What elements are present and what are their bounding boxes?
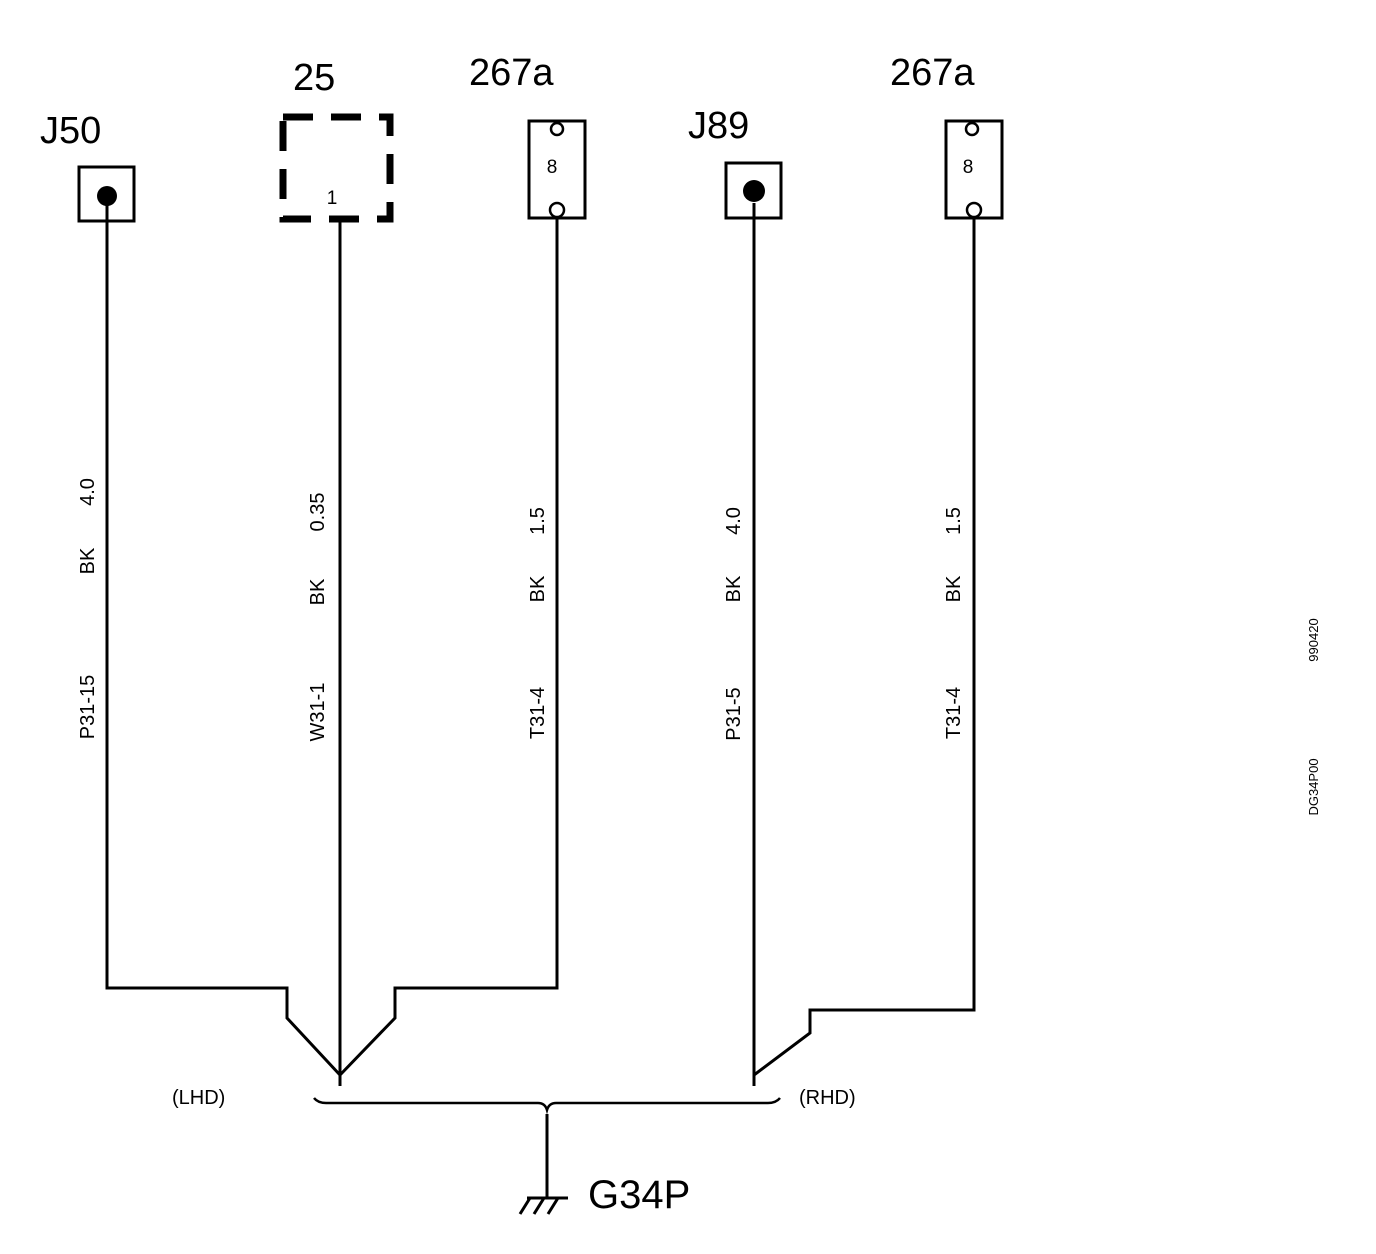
variant-brace xyxy=(313,1097,781,1115)
c25-label: 25 xyxy=(293,57,335,99)
ground-symbol-hatch xyxy=(546,1197,560,1215)
component-25: 25 1 xyxy=(279,57,394,223)
wire-color: BK xyxy=(77,547,99,574)
wire-p31-15 xyxy=(105,205,342,1077)
ground-g34p: G34P xyxy=(518,1114,690,1217)
j89-terminal-dot xyxy=(743,180,765,202)
ground-label: G34P xyxy=(588,1173,690,1217)
component-j89: J89 xyxy=(688,105,783,220)
c267a-2-pin-hole-top xyxy=(964,121,980,137)
wire-labels-t31-4-rhd: 1.5 BK T31-4 xyxy=(943,507,965,739)
wire-id: P31-5 xyxy=(723,687,745,740)
j50-terminal-dot xyxy=(97,186,117,206)
ground-symbol-hatch xyxy=(518,1197,532,1215)
c267a-2-label: 267a xyxy=(890,52,975,94)
lhd-label: (LHD) xyxy=(172,1087,225,1109)
component-267a-2: 267a 8 xyxy=(890,52,1004,220)
rhd-label: (RHD) xyxy=(799,1087,856,1109)
c267a-2-pin-hole-bottom xyxy=(965,201,983,219)
wire-size: 4.0 xyxy=(723,507,745,535)
j50-label: J50 xyxy=(40,110,101,152)
wire-id: P31-15 xyxy=(77,675,99,740)
c267a-1-label: 267a xyxy=(469,52,554,94)
component-267a-1: 267a 8 xyxy=(469,52,587,220)
c25-pin-label: 1 xyxy=(327,188,338,209)
wire-color: BK xyxy=(943,575,965,602)
c267a-1-pin-hole-top xyxy=(549,121,565,137)
c267a-1-pin-hole-bottom xyxy=(548,201,566,219)
wire-size: 1.5 xyxy=(943,507,965,535)
c25-dashed-box xyxy=(279,113,394,223)
wire-labels-p31-15: 4.0 BK P31-15 xyxy=(77,478,99,739)
ground-symbol-hatch xyxy=(532,1197,546,1215)
wire-size: 4.0 xyxy=(77,478,99,506)
wire-id: T31-4 xyxy=(527,687,549,739)
wire-size: 1.5 xyxy=(527,507,549,535)
wire-id: W31-1 xyxy=(307,683,329,742)
wire-labels-t31-4-lhd: 1.5 BK T31-4 xyxy=(527,507,549,739)
c267a-2-pin-label: 8 xyxy=(963,157,974,178)
wire-t31-4-lhd xyxy=(338,217,559,1077)
wire-color: BK xyxy=(307,578,329,605)
wire-color: BK xyxy=(527,575,549,602)
component-j50: J50 xyxy=(40,110,136,223)
diagram-id-code: DG34P00 xyxy=(1306,758,1321,815)
wire-size: 0.35 xyxy=(307,493,329,532)
date-code: 990420 xyxy=(1306,618,1321,661)
wire-t31-4-rhd xyxy=(753,217,976,1077)
wire-labels-p31-5: 4.0 BK P31-5 xyxy=(723,507,745,741)
wire-labels-w31-1: 0.35 BK W31-1 xyxy=(307,493,329,742)
wire-color: BK xyxy=(723,575,745,602)
c267a-1-pin-label: 8 xyxy=(547,157,558,178)
wire-id: T31-4 xyxy=(943,687,965,739)
j89-label: J89 xyxy=(688,105,749,147)
